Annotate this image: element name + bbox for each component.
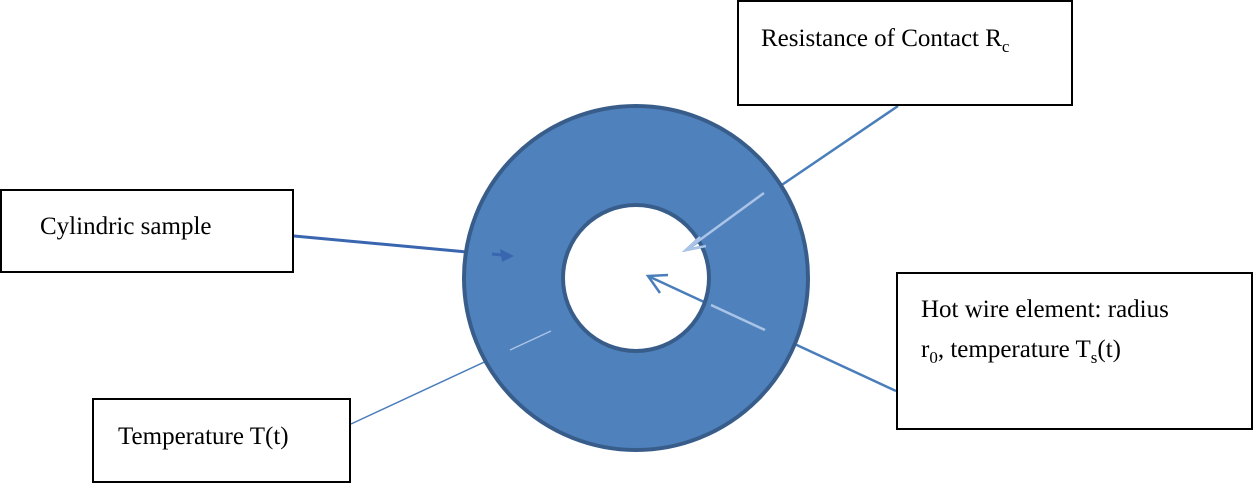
radius-symbol: r (921, 336, 930, 363)
hot-wire-line2: r0, temperature Ts(t) (921, 330, 1243, 370)
temperature-phrase: , temperature T (937, 336, 1091, 363)
time-argument: (t) (1097, 336, 1122, 363)
cylindric-sample-box: Cylindric sample (0, 189, 294, 273)
temperature-box: Temperature T(t) (92, 398, 351, 483)
contact-resistance-subscript: c (1001, 37, 1010, 56)
sample-ring (465, 107, 807, 449)
wire-connector-overlay (710, 303, 766, 332)
radius-subscript: 0 (929, 348, 938, 367)
temperature-text: Temperature T(t) (118, 423, 289, 450)
cylindric-sample-text: Cylindric sample (40, 213, 212, 240)
temperature-connector-overlay (509, 330, 552, 351)
ring-outer-edge (462, 104, 810, 452)
ring-inner-edge (561, 203, 711, 353)
contact-resistance-box: Resistance of Contact Rc (737, 0, 1073, 106)
sample-arrowhead (500, 249, 514, 262)
wire-arrowhead (645, 273, 669, 294)
contact-resistance-text: Resistance of Contact R (761, 25, 1002, 52)
contact-connector-overlay (685, 191, 765, 252)
temperature-subscript: s (1090, 348, 1098, 367)
contact-arrowhead-overlay (681, 236, 707, 253)
hot-wire-box: Hot wire element: radius r0, temperature… (896, 272, 1253, 430)
hot-wire-line1: Hot wire element: radius (921, 296, 1169, 323)
